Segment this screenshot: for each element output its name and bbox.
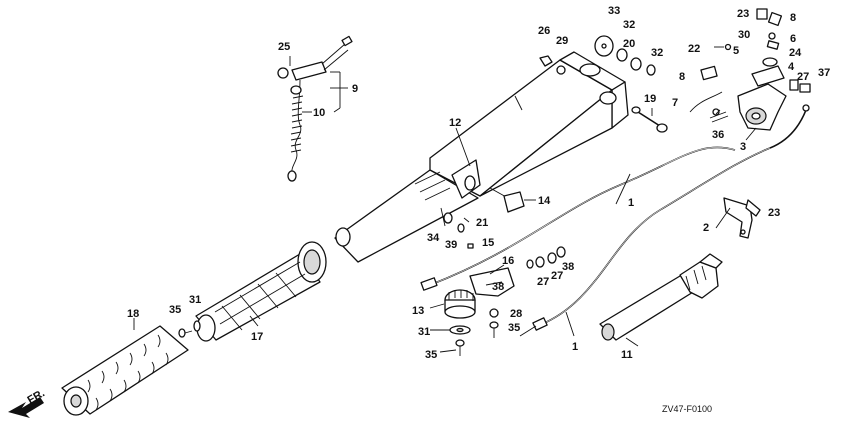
callout-34: 34 bbox=[427, 232, 440, 244]
friction-plate bbox=[469, 246, 566, 297]
callout-32: 32 bbox=[651, 47, 663, 59]
callout-38: 38 bbox=[562, 261, 574, 273]
switch-cover bbox=[599, 253, 723, 341]
callout-28: 28 bbox=[510, 308, 522, 320]
throttle-grip bbox=[61, 325, 189, 416]
callout-38: 38 bbox=[492, 281, 504, 293]
pivot-bolt bbox=[631, 106, 668, 133]
part-callouts: 1 1 2 3 4 5 6 7 8 8 9 10 11 12 13 14 15 … bbox=[127, 5, 830, 361]
callout-20: 20 bbox=[623, 38, 635, 50]
callout-30: 30 bbox=[738, 29, 750, 41]
callout-6: 6 bbox=[790, 33, 796, 45]
callout-10: 10 bbox=[313, 107, 325, 119]
callout-33: 33 bbox=[608, 5, 620, 17]
callout-2: 2 bbox=[703, 222, 709, 234]
cable-bracket bbox=[723, 197, 761, 239]
stop-switch bbox=[277, 35, 353, 182]
callout-35: 35 bbox=[169, 304, 181, 316]
callout-25: 25 bbox=[278, 41, 290, 53]
callout-23: 23 bbox=[737, 8, 749, 20]
throttle-arm bbox=[689, 8, 811, 131]
callout-17: 17 bbox=[251, 331, 263, 343]
callout-32: 32 bbox=[623, 19, 635, 31]
diagram-code: ZV47-F0100 bbox=[662, 404, 712, 414]
callout-39: 39 bbox=[445, 239, 457, 251]
callout-3: 3 bbox=[740, 141, 746, 153]
callout-31: 31 bbox=[189, 294, 201, 306]
callout-5: 5 bbox=[733, 45, 739, 57]
callout-18: 18 bbox=[127, 308, 139, 320]
front-direction-arrow: FR. bbox=[8, 387, 47, 418]
callout-22: 22 bbox=[688, 43, 700, 55]
callout-19: 19 bbox=[644, 93, 656, 105]
callout-24: 24 bbox=[789, 47, 802, 59]
callout-12: 12 bbox=[449, 117, 461, 129]
callout-11: 11 bbox=[621, 349, 633, 361]
callout-36: 36 bbox=[712, 129, 724, 141]
tiller-handle bbox=[334, 51, 629, 263]
washer-stack bbox=[539, 35, 656, 76]
callout-27: 27 bbox=[537, 276, 549, 288]
callout-13: 13 bbox=[412, 305, 424, 317]
callout-29: 29 bbox=[556, 35, 568, 47]
callout-4: 4 bbox=[788, 61, 795, 73]
callout-15: 15 bbox=[482, 237, 494, 249]
callout-16: 16 bbox=[502, 255, 514, 267]
callout-8: 8 bbox=[679, 71, 685, 83]
callout-8: 8 bbox=[790, 12, 796, 24]
callout-31: 31 bbox=[418, 326, 430, 338]
callout-14: 14 bbox=[538, 195, 551, 207]
front-marker: FR. bbox=[26, 387, 47, 406]
throttle-drum bbox=[444, 289, 476, 356]
callout-23: 23 bbox=[768, 207, 780, 219]
drum-fasteners bbox=[489, 308, 499, 338]
friction-parts bbox=[440, 187, 525, 249]
callout-27: 27 bbox=[797, 71, 809, 83]
callout-26: 26 bbox=[538, 25, 550, 37]
throttle-tube bbox=[195, 241, 327, 342]
callout-1: 1 bbox=[628, 197, 634, 209]
leader-lines bbox=[133, 56, 757, 353]
callout-9: 9 bbox=[352, 83, 358, 95]
callout-35: 35 bbox=[508, 322, 520, 334]
callout-35: 35 bbox=[425, 349, 437, 361]
callout-1: 1 bbox=[572, 341, 578, 353]
callout-27: 27 bbox=[551, 270, 563, 282]
throttle-cables bbox=[420, 104, 810, 337]
grip-screw bbox=[178, 320, 201, 338]
callout-21: 21 bbox=[476, 217, 488, 229]
callout-37: 37 bbox=[818, 67, 830, 79]
callout-7: 7 bbox=[672, 97, 678, 109]
